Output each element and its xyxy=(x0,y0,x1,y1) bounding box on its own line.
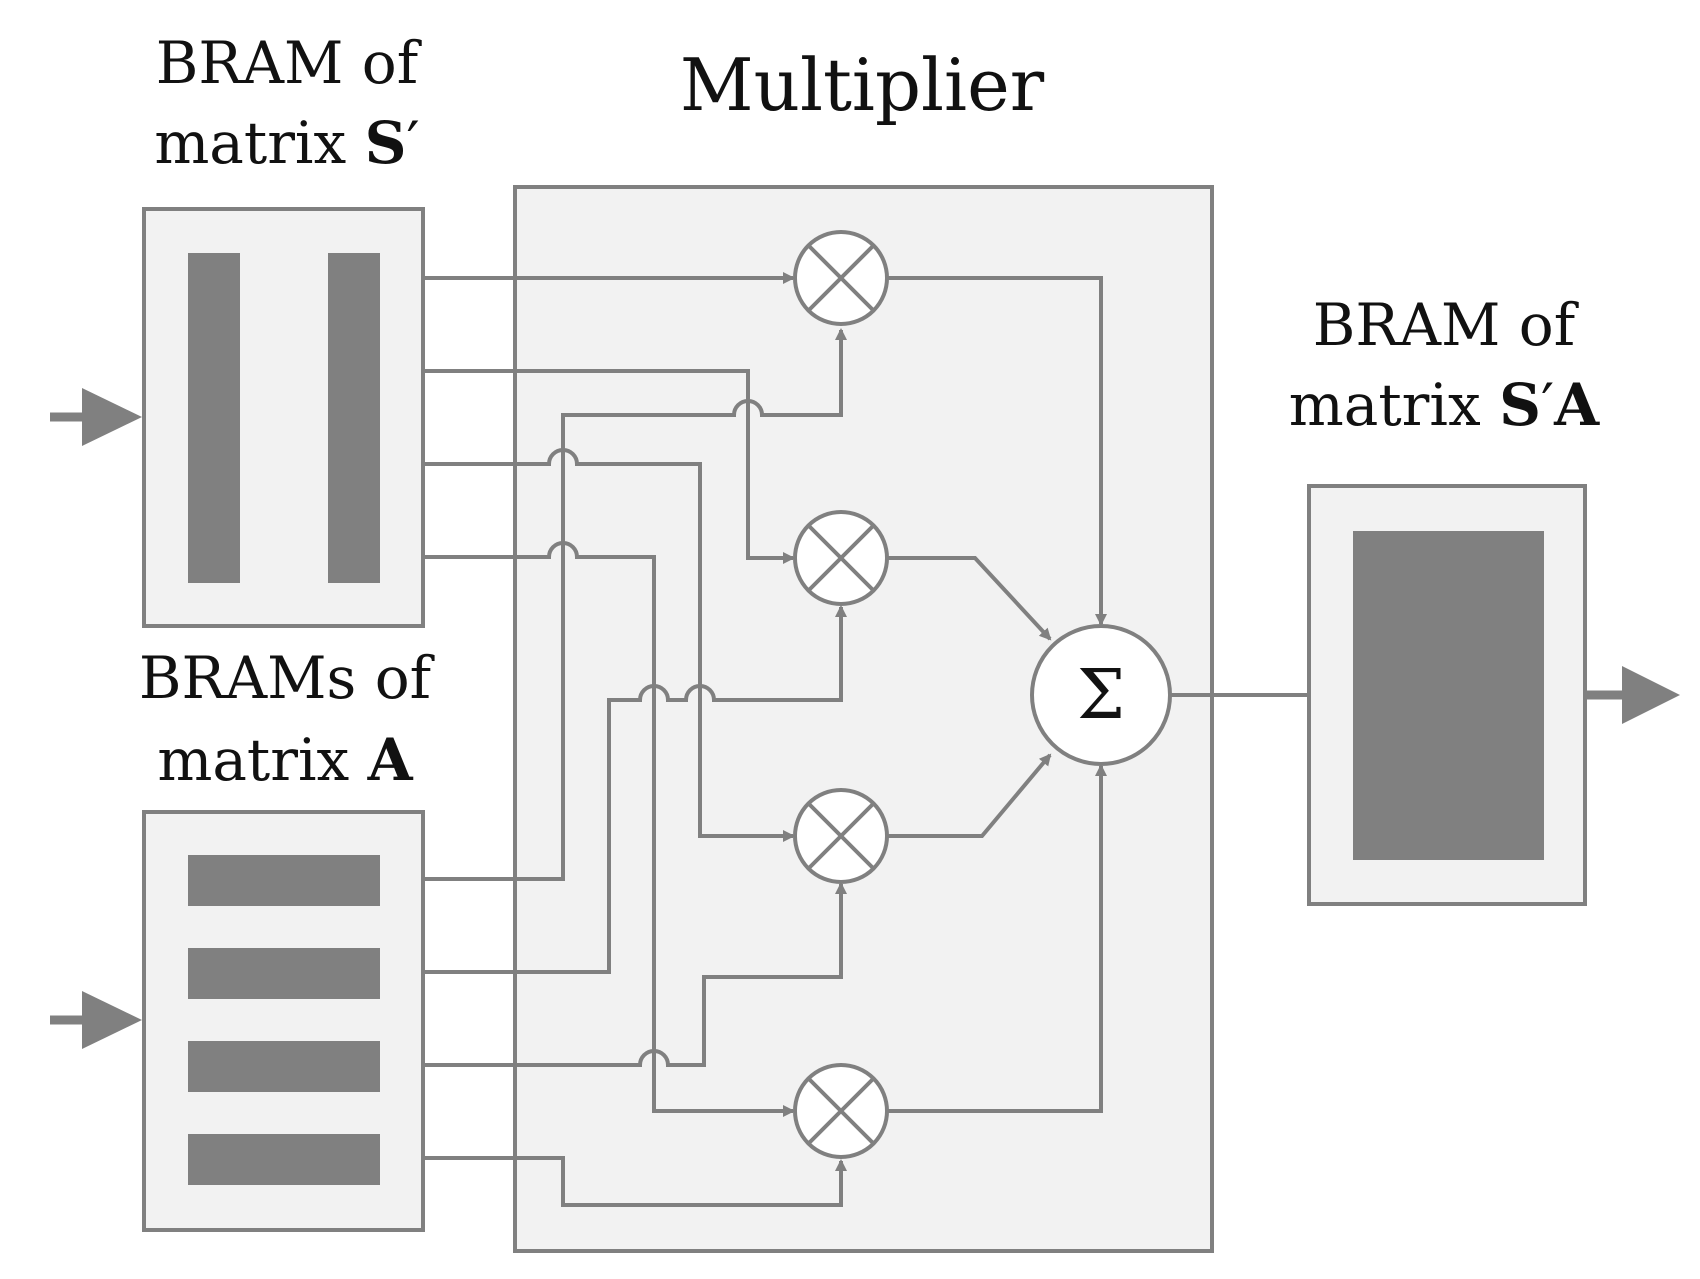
bram-s-box xyxy=(142,207,425,628)
bram-a-row-3 xyxy=(188,1041,380,1092)
multiply-node-3 xyxy=(793,788,889,884)
input-arrow-s xyxy=(50,388,142,446)
wire-m2-sum xyxy=(887,556,1052,641)
bram-s-column-1 xyxy=(188,253,240,583)
wire-m3-sum xyxy=(887,753,1052,838)
wire-a-3 xyxy=(423,882,847,1067)
sum-node: Σ xyxy=(1030,624,1172,766)
wire-a-2 xyxy=(423,605,847,974)
wire-s-4 xyxy=(423,541,795,1117)
bram-a-label-line1: BRAMs of xyxy=(139,644,435,712)
wire-s-2 xyxy=(423,369,795,564)
bram-a-row-2 xyxy=(188,948,380,999)
multiply-node-2 xyxy=(793,510,889,606)
wire-a-4 xyxy=(423,1156,847,1207)
multiplier-title: Multiplier xyxy=(680,43,1045,127)
bram-sa-label-line2: matrix S′A xyxy=(1289,371,1600,439)
bram-sa-block xyxy=(1353,531,1544,860)
bram-s-label-line1: BRAM of xyxy=(156,29,422,97)
bram-a-row-1 xyxy=(188,855,380,906)
bram-a-row-4 xyxy=(188,1134,380,1185)
multiply-node-1 xyxy=(793,230,889,326)
bram-s-column-2 xyxy=(328,253,380,583)
multiply-node-4 xyxy=(793,1063,889,1159)
bram-a-label-line2: matrix A xyxy=(157,726,413,794)
bram-sa-label-line1: BRAM of xyxy=(1313,291,1579,359)
sum-symbol: Σ xyxy=(1077,656,1125,735)
wire-s-3 xyxy=(423,448,795,842)
wire-m1-sum xyxy=(887,276,1107,626)
input-arrow-a xyxy=(50,991,142,1049)
wire-a-1 xyxy=(423,328,847,881)
bram-s-label-line2: matrix S′ xyxy=(154,109,419,177)
wire-m4-sum xyxy=(887,764,1107,1113)
output-arrow xyxy=(1585,666,1680,724)
